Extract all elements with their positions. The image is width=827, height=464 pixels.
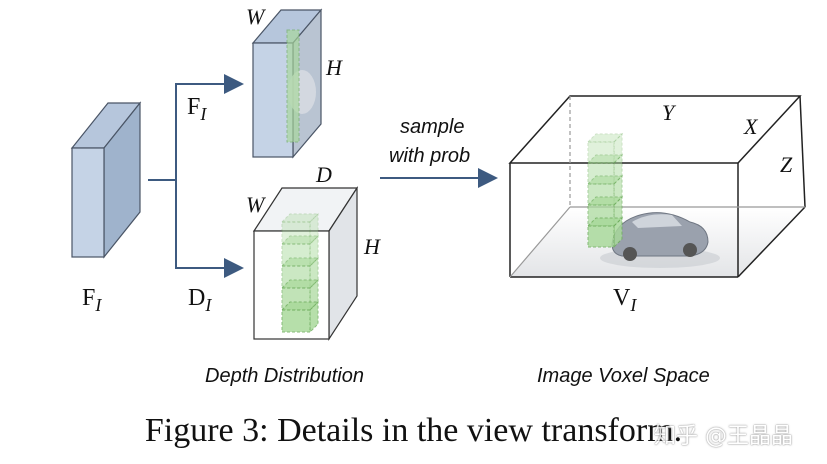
label-fi-left: FI: [82, 285, 102, 315]
label-y-axis: Y: [662, 100, 677, 125]
green-cell-front: [587, 225, 615, 248]
car-image: [600, 212, 720, 268]
image-voxel-space-caption: Image Voxel Space: [537, 365, 710, 387]
view-transform-diagram: FI FI DI VI W H W H D Y X Z sample with …: [70, 4, 806, 387]
green-cell-top: [586, 154, 624, 164]
green-cell-front: [587, 141, 615, 164]
label-sample-line1: sample: [400, 116, 464, 138]
label-h-top: H: [325, 55, 343, 80]
feature-map-fi: [70, 101, 142, 259]
green-cell-top: [280, 279, 320, 289]
green-cell-top: [280, 257, 320, 267]
label-z-axis: Z: [780, 152, 793, 177]
label-x-axis: X: [743, 114, 759, 139]
green-cell-front: [281, 221, 311, 245]
green-cell-side: [613, 132, 623, 165]
label-vi: VI: [613, 285, 637, 315]
depth-green-column: [280, 212, 320, 334]
label-h-bottom: H: [363, 234, 381, 259]
label-fi-top: FI: [187, 94, 207, 124]
green-cell-top: [280, 235, 320, 245]
label-d-bottom: D: [315, 162, 332, 187]
top-feature-map: [251, 8, 323, 159]
watermark-text: 知乎 @王晶晶: [654, 424, 793, 449]
green-cell-front: [281, 309, 311, 333]
label-w-bottom: W: [246, 192, 266, 217]
green-cell-side: [309, 212, 319, 246]
branch-arrows: [148, 74, 498, 278]
green-cell-top: [280, 301, 320, 311]
depth-distribution-caption: Depth Distribution: [205, 365, 364, 387]
green-cell-top: [280, 213, 320, 223]
voxel-green-column: [586, 132, 624, 249]
label-di: DI: [188, 285, 212, 315]
label-sample-line2: with prob: [389, 145, 470, 167]
green-cell-top: [586, 133, 624, 143]
label-w-top: W: [246, 4, 266, 29]
figure-caption: Figure 3: Details in the view transform.: [144, 412, 683, 449]
